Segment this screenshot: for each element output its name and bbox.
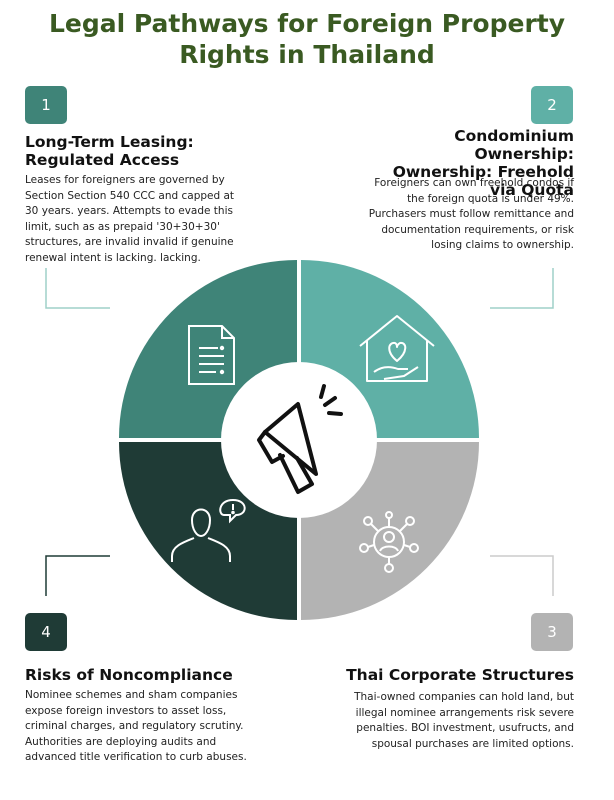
megaphone-icon bbox=[257, 384, 343, 494]
connector-line-1 bbox=[45, 268, 110, 309]
document-icon bbox=[188, 325, 235, 385]
section-4-body: Nominee schemes and sham companies expos… bbox=[25, 689, 247, 763]
section-3-heading: Thai Corporate Structures bbox=[346, 666, 574, 684]
connector-line-2 bbox=[490, 268, 554, 309]
section-2-number: 2 bbox=[531, 86, 573, 124]
connector-line-4 bbox=[45, 555, 110, 596]
section-2-body: Foreigners can own freehold condos if th… bbox=[368, 177, 574, 251]
section-3-body: Thai-owned companies can hold land, but … bbox=[354, 691, 574, 750]
center-circle bbox=[221, 362, 377, 518]
connector-line-3 bbox=[490, 555, 554, 596]
person-alert-icon bbox=[171, 498, 246, 562]
section-2-heading: Condominium Ownership: Ownership: Freeho… bbox=[392, 127, 574, 199]
section-1-heading: Long-Term Leasing: Regulated Access bbox=[25, 133, 194, 169]
section-4-number: 4 bbox=[25, 613, 67, 651]
section-4-heading: Risks of Noncompliance bbox=[25, 666, 233, 684]
section-1-number: 1 bbox=[25, 86, 67, 124]
section-1-body: Leases for foreigners are governed by Se… bbox=[25, 174, 235, 264]
section-3-number: 3 bbox=[531, 613, 573, 651]
page-title: Legal Pathways for Foreign Property Righ… bbox=[48, 9, 566, 69]
house-heart-icon bbox=[359, 315, 435, 382]
network-person-icon bbox=[359, 511, 419, 573]
